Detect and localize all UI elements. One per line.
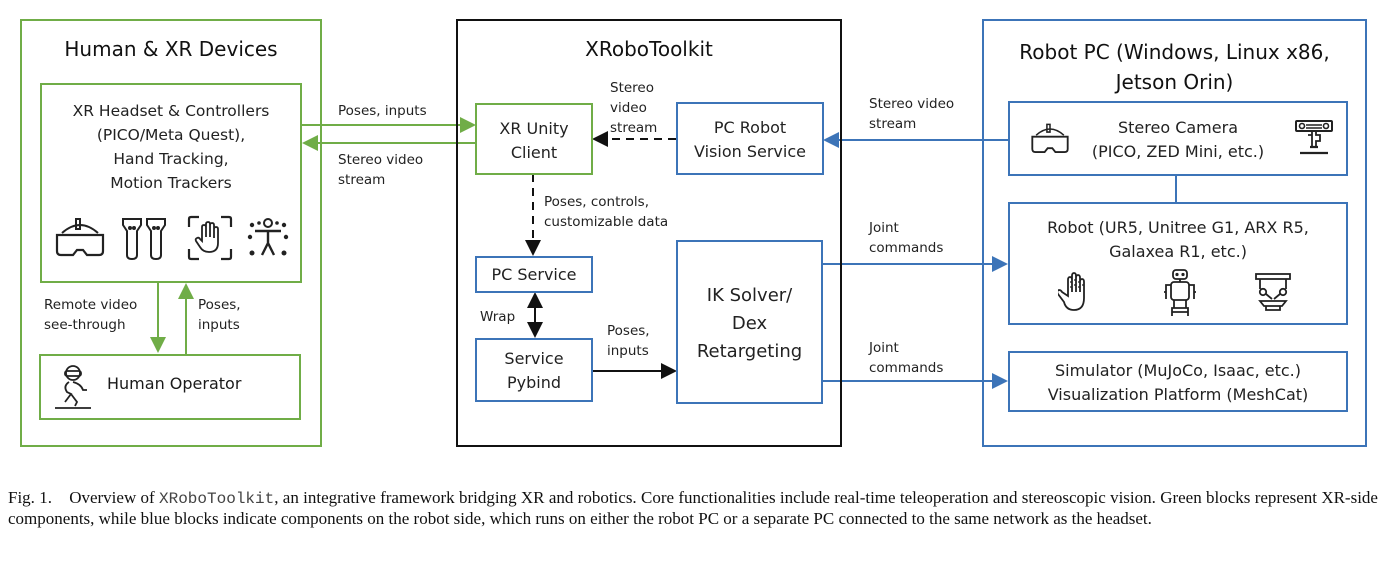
edge-label-poses-inputs-ik-2: inputs xyxy=(607,343,649,359)
human-operator-box[interactable]: Human Operator xyxy=(39,354,301,420)
xr-devices-box[interactable]: XR Headset & Controllers (PICO/Meta Ques… xyxy=(40,83,302,283)
edge-label-stereo-video-left-1: Stereo video xyxy=(338,152,424,168)
edge-label-remote-video-2: see-through xyxy=(44,317,126,333)
robot-line-2: Galaxea R1, etc.) xyxy=(1109,242,1247,261)
ik-solver-label: IK Solver/ Dex Retargeting xyxy=(678,282,821,366)
pc-robot-vision-line-1: PC Robot xyxy=(713,118,787,137)
edge-label-stereo-video-left: Stereo video stream xyxy=(338,150,423,190)
group-human-xr-title: Human & XR Devices xyxy=(64,37,278,61)
edge-label-poses-controls-1: Poses, controls, xyxy=(544,194,649,210)
vr-headset-icon xyxy=(1031,123,1069,153)
vr-headset-icon xyxy=(55,218,105,257)
operator-icon xyxy=(55,365,91,409)
edge-label-joint-commands-1-b: commands xyxy=(869,240,944,256)
pc-robot-vision-label: PC Robot Vision Service xyxy=(678,116,822,164)
caption-before-code: Overview of xyxy=(69,488,159,507)
group-robot-pc-title-2: Jetson Orin) xyxy=(1115,70,1234,94)
edge-label-poses-up-1: Poses, xyxy=(198,297,241,313)
human-operator-label: Human Operator xyxy=(107,374,242,393)
edge-label-stereo-video-left-2: stream xyxy=(338,172,386,188)
caption-code: XRoboToolkit xyxy=(159,490,275,508)
simulator-line-2: Visualization Platform (MeshCat) xyxy=(1047,385,1309,404)
caption-prefix: Fig. 1. xyxy=(8,488,52,507)
edge-label-joint-commands-1: Joint commands xyxy=(869,218,943,258)
edge-label-joint-commands-2: Joint commands xyxy=(869,338,943,378)
robot-box[interactable]: Robot (UR5, Unitree G1, ARX R5, Galaxea … xyxy=(1008,202,1348,325)
edge-label-stereo-toolkit: Stereo video stream xyxy=(610,78,657,138)
service-pybind-box[interactable]: Service Pybind xyxy=(475,338,593,402)
humanoid-robot-icon xyxy=(1164,269,1196,316)
group-robot-pc-title: Robot PC (Windows, Linux x86, Jetson Ori… xyxy=(984,37,1365,97)
pc-robot-vision-line-2: Vision Service xyxy=(694,142,806,161)
simulator-box[interactable]: Simulator (MuJoCo, Isaac, etc.) Visualiz… xyxy=(1008,351,1348,412)
xr-devices-label: XR Headset & Controllers (PICO/Meta Ques… xyxy=(42,99,300,195)
stereo-camera-label: Stereo Camera (PICO, ZED Mini, etc.) xyxy=(1070,116,1286,164)
group-human-xr: Human & XR Devices xyxy=(20,19,322,447)
xr-unity-client-line-2: Client xyxy=(510,143,558,162)
pc-service-box[interactable]: PC Service xyxy=(475,256,593,293)
simulator-label: Simulator (MuJoCo, Isaac, etc.) Visualiz… xyxy=(1010,359,1346,407)
edge-label-poses-up-2: inputs xyxy=(198,317,240,333)
stereo-camera-box[interactable]: Stereo Camera (PICO, ZED Mini, etc.) xyxy=(1008,101,1348,176)
depth-camera-icon xyxy=(1295,120,1333,155)
xr-unity-client-label: XR Unity Client xyxy=(477,117,591,165)
service-pybind-line-1: Service xyxy=(504,349,564,368)
figure-caption: Fig. 1. Overview of XRoboToolkit, an int… xyxy=(8,488,1378,529)
ik-solver-line-3: Retargeting xyxy=(696,341,803,362)
group-toolkit-title: XRoboToolkit xyxy=(585,37,713,61)
edge-label-joint-commands-2-b: commands xyxy=(869,360,944,376)
edge-label-poses-inputs-ik: Poses, inputs xyxy=(607,321,650,361)
group-toolkit: XRoboToolkit xyxy=(456,19,842,447)
ik-solver-box[interactable]: IK Solver/ Dex Retargeting xyxy=(676,240,823,404)
ik-solver-line-2: Dex xyxy=(731,313,768,334)
service-pybind-line-2: Pybind xyxy=(506,373,561,392)
xr-devices-line-3: Hand Tracking, xyxy=(113,150,229,168)
edge-label-joint-commands-1-a: Joint xyxy=(869,220,899,236)
xr-devices-line-2: (PICO/Meta Quest), xyxy=(96,126,246,144)
edge-label-stereo-video-right-1: Stereo video xyxy=(869,96,955,112)
dual-arm-robot-icon xyxy=(1255,273,1291,311)
edge-label-poses-inputs-ik-1: Poses, xyxy=(607,323,650,339)
edge-label-poses-inputs: Poses, inputs xyxy=(338,103,427,119)
motion-tracker-icon xyxy=(247,218,289,256)
xr-devices-line-4: Motion Trackers xyxy=(110,174,232,192)
edge-label-stereo-toolkit-3: stream xyxy=(610,120,658,136)
stereo-camera-line-1: Stereo Camera xyxy=(1117,118,1238,137)
ik-solver-line-1: IK Solver/ xyxy=(706,285,793,306)
xr-unity-client-box[interactable]: XR Unity Client xyxy=(475,103,593,175)
caption-body: , an integrative framework bridging XR a… xyxy=(8,488,1378,528)
edge-label-poses-controls: Poses, controls, customizable data xyxy=(544,192,668,232)
xr-unity-client-line-1: XR Unity xyxy=(499,119,569,138)
edge-label-stereo-toolkit-1: Stereo xyxy=(610,80,654,96)
edge-label-joint-commands-2-a: Joint xyxy=(869,340,899,356)
group-robot-pc-title-1: Robot PC (Windows, Linux x86, xyxy=(1019,40,1330,64)
pc-robot-vision-box[interactable]: PC Robot Vision Service xyxy=(676,102,824,175)
edge-label-stereo-video-right-2: stream xyxy=(869,116,917,132)
controllers-icon xyxy=(122,218,166,261)
simulator-line-1: Simulator (MuJoCo, Isaac, etc.) xyxy=(1054,361,1301,380)
edge-label-stereo-toolkit-2: video xyxy=(610,100,647,116)
edge-label-poses-controls-2: customizable data xyxy=(544,214,669,230)
edge-label-poses-up: Poses, inputs xyxy=(198,295,241,335)
edge-label-remote-video: Remote video see-through xyxy=(44,295,137,335)
edge-label-remote-video-1: Remote video xyxy=(44,297,138,313)
robot-hand-icon xyxy=(1058,272,1085,311)
robot-line-1: Robot (UR5, Unitree G1, ARX R5, xyxy=(1047,218,1309,237)
group-robot-pc: Robot PC (Windows, Linux x86, Jetson Ori… xyxy=(982,19,1367,447)
pc-service-label: PC Service xyxy=(491,265,577,284)
hand-tracking-icon xyxy=(187,215,233,261)
edge-label-stereo-video-right: Stereo video stream xyxy=(869,94,954,134)
service-pybind-label: Service Pybind xyxy=(477,347,591,395)
robot-label: Robot (UR5, Unitree G1, ARX R5, Galaxea … xyxy=(1010,216,1346,264)
edge-label-wrap: Wrap xyxy=(480,309,516,325)
stereo-camera-line-2: (PICO, ZED Mini, etc.) xyxy=(1091,142,1265,161)
xr-devices-line-1: XR Headset & Controllers xyxy=(72,102,270,120)
